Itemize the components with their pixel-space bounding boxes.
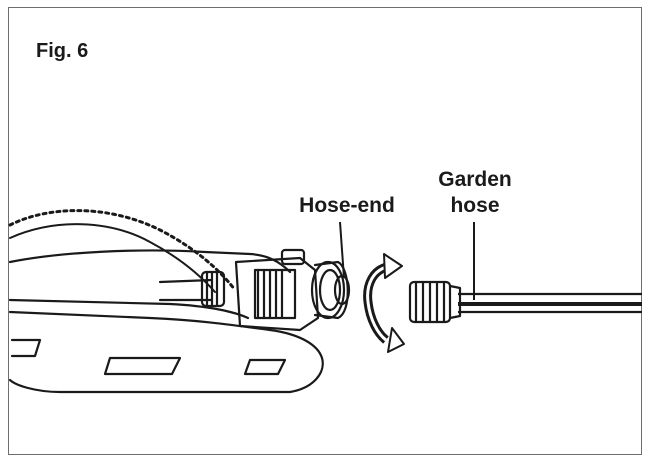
sprinkler-illustration: [8, 209, 351, 394]
figure-frame: [8, 7, 642, 455]
hose-end-text: Hose-end: [299, 194, 395, 217]
figure-label: Fig. 6: [36, 40, 89, 62]
garden-hose-label: Garden hose: [420, 167, 530, 219]
garden-hose-text-line2: hose: [450, 194, 500, 217]
garden-hose-illustration: [408, 280, 642, 324]
hose-end-pointer: [339, 221, 345, 279]
rotate-arrow-icon: [363, 253, 405, 353]
garden-hose-text-line1: Garden: [438, 168, 512, 191]
hose-end-label: Hose-end: [286, 193, 408, 219]
